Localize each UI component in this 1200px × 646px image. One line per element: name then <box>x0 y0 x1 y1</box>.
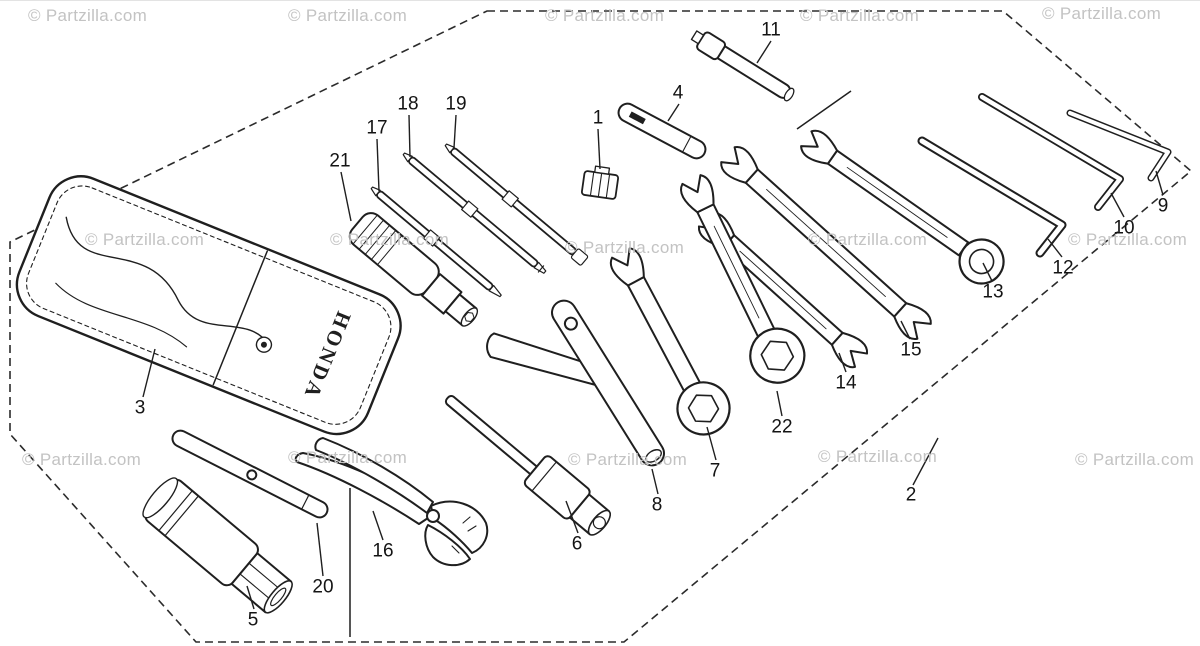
leader-line-13 <box>982 262 993 282</box>
part-label-15[interactable]: 15 <box>900 339 922 361</box>
leader-line-20 <box>316 522 324 577</box>
leader-line-7 <box>706 426 717 461</box>
part-label-16[interactable]: 16 <box>372 540 394 562</box>
driver-bit-wide <box>444 143 589 266</box>
flat-handle-bar <box>617 102 707 160</box>
leader-line-10 <box>1110 192 1125 218</box>
part-label-1[interactable]: 1 <box>592 107 604 129</box>
open-end-wrench-large <box>720 146 932 340</box>
leader-line-3 <box>142 348 156 398</box>
divider-line-top-right <box>796 90 852 130</box>
combination-wrench <box>800 129 1005 285</box>
leader-line-14 <box>838 352 847 373</box>
leader-line-19 <box>453 114 457 149</box>
part-label-7[interactable]: 7 <box>709 460 721 482</box>
spark-plug-socket <box>142 477 293 614</box>
part-label-17[interactable]: 17 <box>366 117 388 139</box>
tool-pouch: HONDA <box>15 175 402 436</box>
part-label-19[interactable]: 19 <box>445 93 467 115</box>
leader-line-6 <box>565 500 579 534</box>
leader-line-4 <box>667 103 680 122</box>
leader-line-21 <box>340 171 352 222</box>
driver-bit-phillips <box>402 152 547 274</box>
small-clip <box>580 165 620 200</box>
leader-line-15 <box>900 320 911 340</box>
leader-line-1 <box>597 128 601 170</box>
part-label-13[interactable]: 13 <box>982 281 1004 303</box>
box-wrench-22 <box>680 174 806 384</box>
part-label-14[interactable]: 14 <box>835 372 857 394</box>
box-wrench-7 <box>609 247 731 436</box>
leader-line-12 <box>1047 238 1063 258</box>
part-label-10[interactable]: 10 <box>1113 217 1135 239</box>
tommy-bar <box>690 30 795 102</box>
diagram-border <box>9 10 1193 643</box>
driver-bit-flat <box>370 186 502 298</box>
part-label-11[interactable]: 11 <box>761 19 781 41</box>
plug-wrench <box>444 394 612 536</box>
part-label-8[interactable]: 8 <box>651 494 663 516</box>
leader-line-16 <box>372 510 384 541</box>
part-label-2[interactable]: 2 <box>905 484 917 506</box>
part-label-22[interactable]: 22 <box>771 416 793 438</box>
leader-line-17 <box>376 138 380 192</box>
pliers <box>294 437 489 567</box>
part-label-20[interactable]: 20 <box>312 576 334 598</box>
flat-handle-tube <box>551 299 665 467</box>
part-label-4[interactable]: 4 <box>672 82 684 104</box>
part-label-6[interactable]: 6 <box>571 533 583 555</box>
screwdriver-handle <box>348 212 479 327</box>
hex-key-medium <box>978 93 1124 211</box>
hex-key-small <box>1066 109 1172 182</box>
tire-lever <box>171 429 329 519</box>
leader-line-22 <box>776 390 783 417</box>
part-label-12[interactable]: 12 <box>1052 257 1074 279</box>
leader-lines <box>142 40 1164 610</box>
part-label-5[interactable]: 5 <box>247 609 259 631</box>
leader-line-9 <box>1155 170 1164 196</box>
leader-line-2 <box>912 437 939 486</box>
leader-line-5 <box>246 585 255 610</box>
leader-line-11 <box>756 40 772 64</box>
leader-line-18 <box>408 114 411 158</box>
part-label-18[interactable]: 18 <box>397 93 419 115</box>
leader-line-8 <box>651 468 659 495</box>
part-label-9[interactable]: 9 <box>1157 195 1169 217</box>
part-label-21[interactable]: 21 <box>329 150 351 172</box>
hex-key-large <box>917 136 1067 258</box>
part-label-3[interactable]: 3 <box>134 397 146 419</box>
